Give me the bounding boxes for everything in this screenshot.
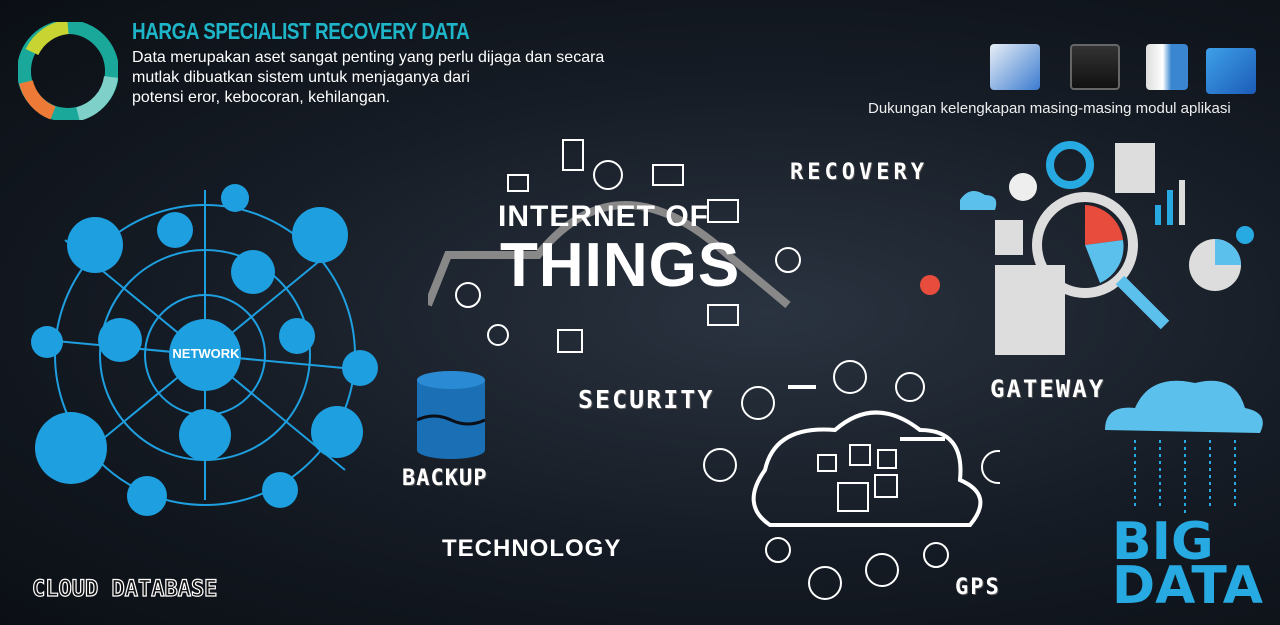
gps-label: GPS [955, 575, 1001, 600]
backup-label: BACKUP [402, 466, 488, 491]
analytics-graphic [920, 141, 1254, 355]
description-line: mutlak dibuatkan sistem untuk menjaganya… [132, 69, 470, 86]
network-label: NETWORK [172, 346, 240, 361]
cloud-network-diagram [703, 360, 1000, 600]
technology-label: TECHNOLOGY [442, 535, 622, 562]
big-text: BIG [1112, 512, 1214, 572]
security-label: SECURITY [578, 385, 715, 414]
database-server-icon [1146, 44, 1188, 90]
modules-caption: Dukungan kelengkapan masing-masing modul… [868, 100, 1231, 117]
credit-card-icon [1206, 48, 1256, 94]
iot-title-line1: INTERNET OF [498, 200, 709, 233]
database-icon [416, 371, 486, 459]
recovery-label: RECOVERY [790, 160, 928, 185]
report-calculator-icon [990, 44, 1040, 90]
page-title: HARGA SPECIALIST RECOVERY DATA [132, 18, 470, 44]
description: Data merupakan aset sangat penting yang … [132, 48, 692, 108]
iot-diagram [428, 139, 801, 353]
pos-cashier-icon [1070, 44, 1120, 90]
big-data-label: BIG DATA [1112, 512, 1264, 616]
description-line: potensi eror, kebocoran, kehilangan. [132, 89, 390, 106]
description-line: Data merupakan aset sangat penting yang … [132, 49, 605, 66]
big-data-cloud-icon [1105, 380, 1263, 515]
gateway-label: GATEWAY [990, 375, 1106, 403]
network-diagram [31, 184, 378, 516]
logo [18, 22, 118, 120]
data-text: DATA [1112, 556, 1264, 616]
iot-title-line2: THINGS [500, 231, 741, 300]
cloud-database-label: CLOUD DATABASE [31, 576, 218, 602]
